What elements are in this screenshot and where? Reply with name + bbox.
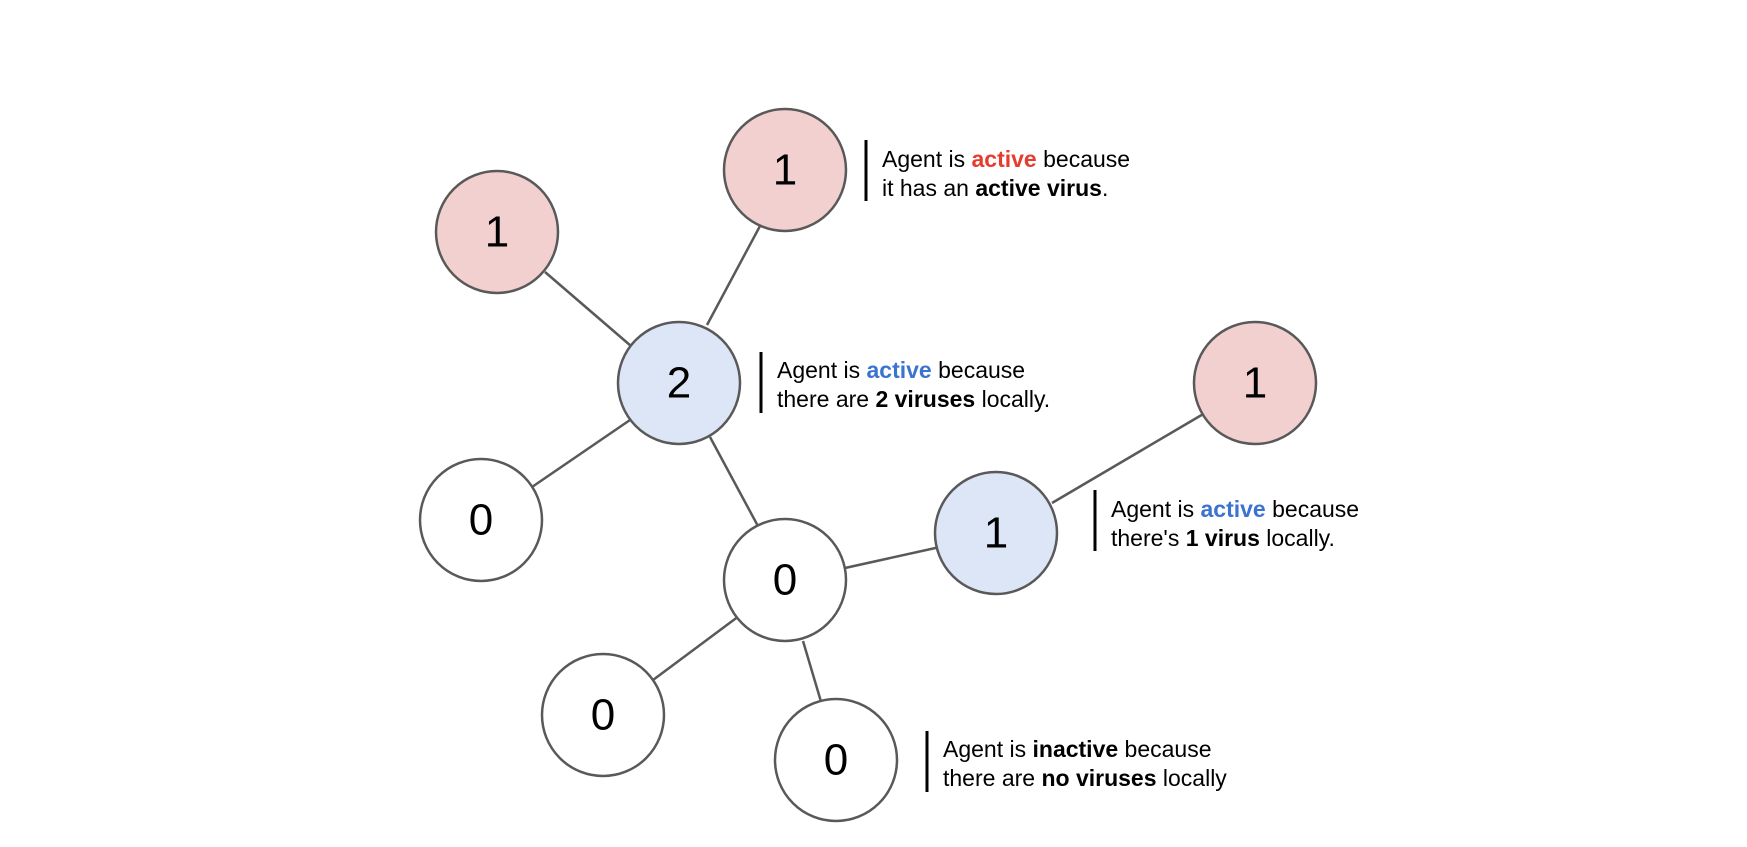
node-bottom-circle	[773, 697, 899, 823]
annotation-right-line2: there's 1 virus locally.	[1111, 525, 1335, 551]
annotation-center: Agent is active because there are 2 viru…	[759, 352, 1050, 413]
edge-center-left	[531, 418, 631, 489]
node-bottom: 0	[773, 697, 899, 823]
annotation-center-line1-c: because	[932, 357, 1025, 383]
annotation-bottom-line1-c: because	[1118, 736, 1211, 762]
annotation-top-line2-c: .	[1102, 175, 1108, 201]
node-left-label: 0	[469, 496, 493, 545]
node-farright: 1	[1192, 320, 1318, 446]
annotation-center-line1-a: Agent is	[777, 357, 867, 383]
annotation-center-line2: there are 2 viruses locally.	[777, 386, 1050, 412]
node-left: 0	[418, 457, 544, 583]
annotation-right: Agent is active because there's 1 virus …	[1093, 490, 1359, 551]
node-hub-circle	[722, 517, 848, 643]
edge-center-hub	[708, 436, 761, 529]
annotation-top-line1: Agent is active because	[882, 146, 1130, 172]
node-center-circle	[616, 320, 742, 446]
node-hub-label: 0	[773, 556, 797, 605]
annotation-center-line2-b: 2 viruses	[875, 386, 975, 412]
edges	[531, 225, 1206, 706]
edge-hub-right	[844, 545, 941, 570]
node-right-circle	[933, 470, 1059, 596]
edge-hub-bottom	[801, 640, 824, 706]
annotation-bottom-line1: Agent is inactive because	[943, 736, 1212, 762]
node-farright-circle	[1192, 320, 1318, 446]
annotation-center-line1-b: active	[867, 357, 932, 383]
annotation-top-line1-b: active	[972, 146, 1037, 172]
edge-top-center	[705, 225, 762, 326]
annotation-right-line2-b: 1 virus	[1186, 525, 1260, 551]
annotation-right-line2-c: locally.	[1260, 525, 1335, 551]
node-hub: 0	[722, 517, 848, 643]
edge-topleft-center	[544, 271, 632, 347]
node-right: 1	[933, 470, 1059, 596]
node-center-label: 2	[667, 359, 691, 408]
annotation-top-line2: it has an active virus.	[882, 175, 1108, 201]
annotation-bottom-line2: there are no viruses locally	[943, 765, 1227, 791]
annotation-bottom: Agent is inactive because there are no v…	[925, 731, 1227, 792]
node-top-label: 1	[773, 146, 797, 195]
edge-right-farright	[1051, 411, 1206, 505]
annotation-top-line2-a: it has an	[882, 175, 975, 201]
node-bottom-label: 0	[824, 736, 848, 785]
node-topleft: 1	[434, 169, 560, 295]
node-bottomleft-label: 0	[591, 691, 615, 740]
node-topleft-label: 1	[485, 208, 509, 257]
annotation-bottom-line1-b: inactive	[1033, 736, 1119, 762]
node-right-label: 1	[984, 509, 1008, 558]
annotation-center-line2-c: locally.	[975, 386, 1050, 412]
node-left-circle	[418, 457, 544, 583]
annotation-right-line1-a: Agent is	[1111, 496, 1201, 522]
annotation-right-line1: Agent is active because	[1111, 496, 1359, 522]
annotation-top-line2-b: active virus	[975, 175, 1102, 201]
node-bottomleft-circle	[540, 652, 666, 778]
annotation-bottom-line2-c: locally	[1157, 765, 1228, 791]
node-bottomleft: 0	[540, 652, 666, 778]
annotation-right-line1-b: active	[1201, 496, 1266, 522]
node-center: 2	[616, 320, 742, 446]
annotation-bottom-line2-a: there are	[943, 765, 1041, 791]
annotation-top-line1-a: Agent is	[882, 146, 972, 172]
edge-hub-bottomleft	[652, 614, 740, 682]
annotation-bottom-line1-a: Agent is	[943, 736, 1033, 762]
annotation-right-line2-a: there's	[1111, 525, 1186, 551]
annotation-top-line1-c: because	[1037, 146, 1130, 172]
annotation-top: Agent is active because it has an active…	[864, 140, 1130, 201]
annotation-center-line1: Agent is active because	[777, 357, 1025, 383]
annotation-right-line1-c: because	[1266, 496, 1359, 522]
node-farright-label: 1	[1243, 359, 1267, 408]
annotation-center-line2-a: there are	[777, 386, 875, 412]
node-topleft-circle	[434, 169, 560, 295]
annotation-bottom-line2-b: no viruses	[1041, 765, 1156, 791]
node-top-circle	[722, 107, 848, 233]
node-top: 1	[722, 107, 848, 233]
